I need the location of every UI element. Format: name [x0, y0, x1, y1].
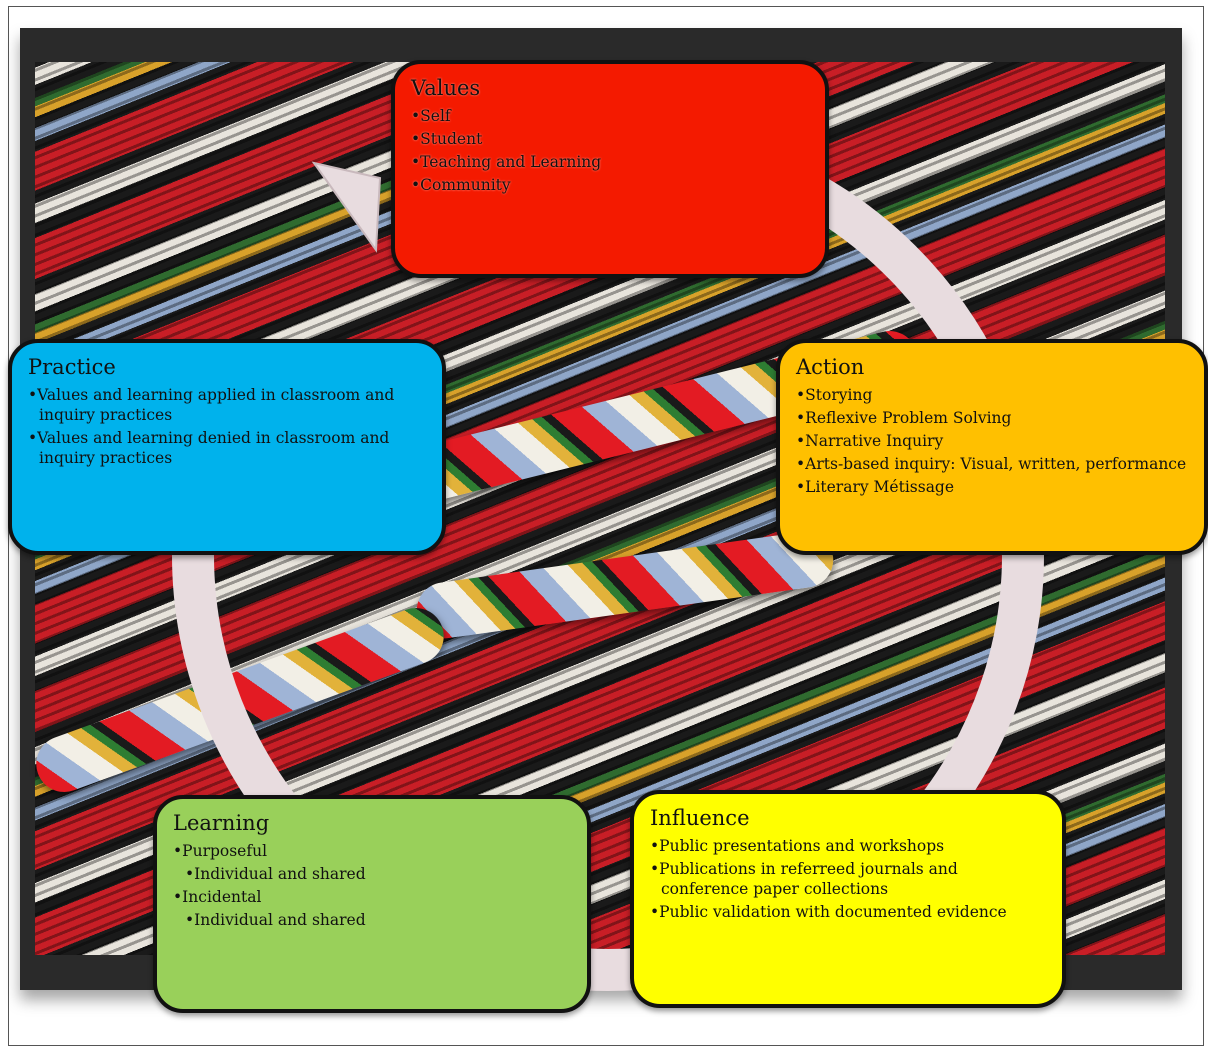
values-list: Self Student Teaching and Learning Commu…	[411, 106, 809, 195]
influence-box: Influence Public presentations and works…	[630, 790, 1066, 1008]
action-item: Literary Métissage	[796, 477, 1188, 497]
cycle-ring	[172, 119, 1044, 991]
values-item: Self	[411, 106, 809, 126]
cycle-arrowhead-icon	[311, 161, 382, 253]
action-item: Reflexive Problem Solving	[796, 408, 1188, 428]
influence-title: Influence	[650, 806, 750, 830]
action-item: Arts-based inquiry: Visual, written, per…	[796, 454, 1188, 474]
values-title: Values	[411, 76, 481, 100]
learning-list: Purposeful Individual and shared Inciden…	[173, 841, 571, 930]
values-item: Teaching and Learning	[411, 152, 809, 172]
influence-list: Public presentations and workshops Publi…	[650, 836, 1046, 922]
values-box: Values Self Student Teaching and Learnin…	[391, 60, 829, 278]
values-item: Student	[411, 129, 809, 149]
learning-subitem: Individual and shared	[185, 910, 571, 930]
action-item: Storying	[796, 385, 1188, 405]
learning-item: Purposeful	[173, 841, 571, 861]
action-box: Action Storying Reflexive Problem Solvin…	[776, 339, 1208, 555]
action-list: Storying Reflexive Problem Solving Narra…	[796, 385, 1188, 497]
learning-subitem: Individual and shared	[185, 864, 571, 884]
action-item: Narrative Inquiry	[796, 431, 1188, 451]
learning-item: Incidental	[173, 887, 571, 907]
influence-item: Public validation with documented eviden…	[650, 902, 1046, 922]
practice-list: Values and learning applied in classroom…	[28, 385, 426, 468]
action-title: Action	[796, 355, 865, 379]
practice-item: Values and learning denied in classroom …	[28, 428, 426, 468]
learning-title: Learning	[173, 811, 270, 835]
practice-item: Values and learning applied in classroom…	[28, 385, 426, 425]
influence-item: Publications in referreed journals and c…	[650, 859, 1046, 899]
practice-title: Practice	[28, 355, 116, 379]
values-item: Community	[411, 175, 809, 195]
learning-box: Learning Purposeful Individual and share…	[153, 795, 591, 1013]
influence-item: Public presentations and workshops	[650, 836, 1046, 856]
practice-box: Practice Values and learning applied in …	[8, 339, 446, 555]
